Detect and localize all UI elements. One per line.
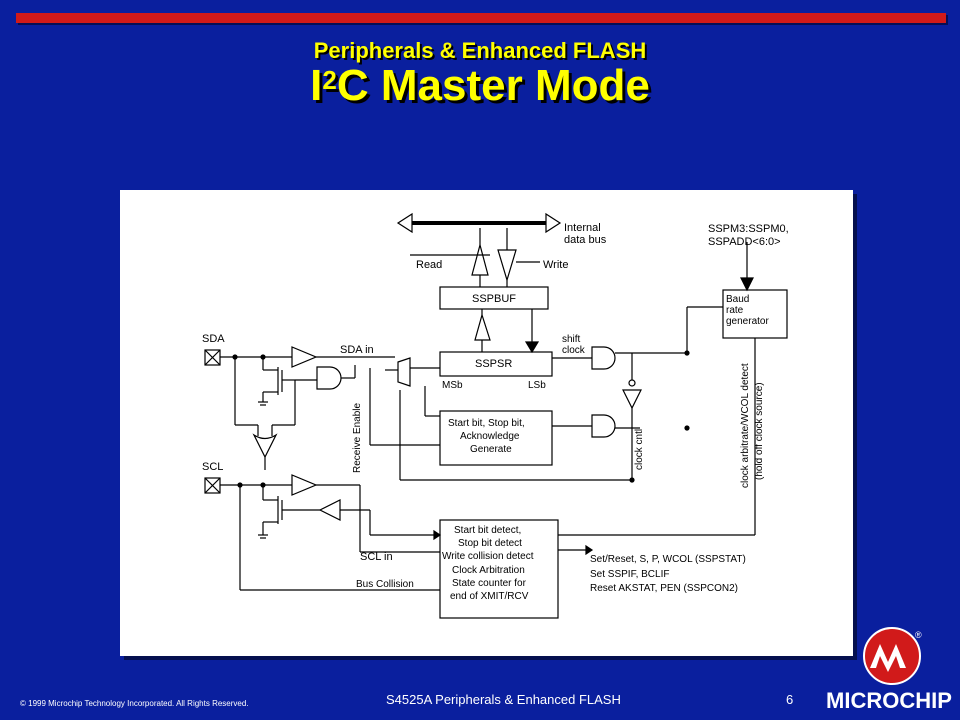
copyright-text: © 1999 Microchip Technology Incorporated…	[20, 699, 249, 708]
shift-clock-label-1: shift	[562, 334, 581, 345]
clock-cntl-label: clock cntl	[634, 429, 645, 470]
slide-subtitle: Peripherals & Enhanced FLASH	[313, 38, 647, 63]
sda-in-label: SDA in	[340, 344, 374, 356]
sspbuf-label: SSPBUF	[472, 293, 516, 305]
title-prefix: I	[310, 61, 323, 110]
sspbuf-box	[439, 286, 549, 310]
clock-cntl-inverter	[622, 389, 642, 410]
write-buffer	[497, 249, 517, 283]
detect-label-2: Stop bit detect	[458, 538, 522, 549]
internal-bus-label-1: Internal	[564, 222, 601, 234]
sspsr-box	[439, 351, 553, 377]
sda-pin-label: SDA	[202, 333, 225, 345]
start-stop-label-1: Start bit, Stop bit,	[448, 418, 525, 429]
detect-label-3: Write collision detect	[442, 551, 534, 562]
brand-wordmark: MICROCHIP	[826, 688, 952, 713]
microchip-logo-icon	[863, 627, 921, 685]
read-buffer	[471, 242, 489, 276]
bus-arrow-right	[545, 212, 562, 234]
detect-label-1: Start bit detect,	[454, 525, 521, 536]
collision-xor-gate	[252, 433, 278, 459]
registered-mark: ®	[915, 630, 922, 640]
start-stop-label-2: Acknowledge	[460, 431, 520, 442]
start-stop-label-3: Generate	[470, 444, 512, 455]
scl-in-label: SCL in	[360, 551, 393, 563]
write-label: Write	[543, 259, 568, 271]
scl-pin-label: SCL	[202, 461, 223, 473]
lsb-label: LSb	[528, 380, 546, 391]
clock-arbitrate-label-1: clock arbitrate/WCOL detect	[740, 363, 751, 488]
baud-label-3: generator	[726, 316, 769, 327]
data-mux	[397, 357, 411, 387]
detect-label-5: State counter for	[452, 578, 527, 589]
receive-enable-label: Receive Enable	[352, 403, 363, 473]
sda-data-gate	[316, 366, 342, 390]
output-label-1: Set/Reset, S, P, WCOL (SSPSTAT)	[590, 554, 746, 565]
course-title: S4525A Peripherals & Enhanced FLASH	[386, 692, 621, 707]
title-superscript: 2	[322, 65, 337, 95]
i2c-block-diagram: Internal data bus Read Write SSPBUF SSPS…	[202, 212, 789, 619]
output-label-2: Set SSPIF, BCLIF	[590, 569, 669, 580]
sda-input-buffer	[291, 346, 318, 368]
sspm-label-1: SSPM3:SSPM0,	[708, 223, 789, 235]
baud-label-2: rate	[726, 305, 744, 316]
internal-bus-label-2: data bus	[564, 234, 607, 246]
scl-output-buffer	[318, 499, 341, 521]
bus-arrow-left	[396, 212, 413, 234]
baud-label-1: Baud	[726, 294, 749, 305]
mid-buffer	[474, 312, 491, 341]
slide-title: I2C Master Mode	[0, 61, 960, 110]
sspm-label-2: SSPADD<6:0>	[708, 236, 781, 248]
shift-clock-label-2: clock	[562, 345, 586, 356]
output-label-3: Reset AKSTAT, PEN (SSPCON2)	[590, 583, 738, 594]
start-stop-generate-box	[439, 410, 553, 466]
top-accent-bar	[16, 13, 946, 23]
msb-label: MSb	[442, 380, 463, 391]
sspsr-label: SSPSR	[475, 358, 512, 370]
generate-clock-gate	[591, 414, 616, 438]
scl-input-buffer	[291, 474, 318, 496]
diagram-panel: Internal data bus Read Write SSPBUF SSPS…	[120, 190, 853, 656]
detect-block-box	[439, 519, 559, 619]
bus-collision-label: Bus Collision	[356, 579, 414, 590]
page-number: 6	[786, 692, 794, 707]
shift-clock-gate	[591, 346, 616, 370]
clock-arbitrate-label-2: (hold off clock source)	[754, 382, 765, 480]
title-main: C Master Mode	[336, 61, 650, 110]
read-label: Read	[416, 259, 442, 271]
detect-label-6: end of XMIT/RCV	[450, 591, 529, 602]
detect-label-4: Clock Arbitration	[452, 565, 525, 576]
